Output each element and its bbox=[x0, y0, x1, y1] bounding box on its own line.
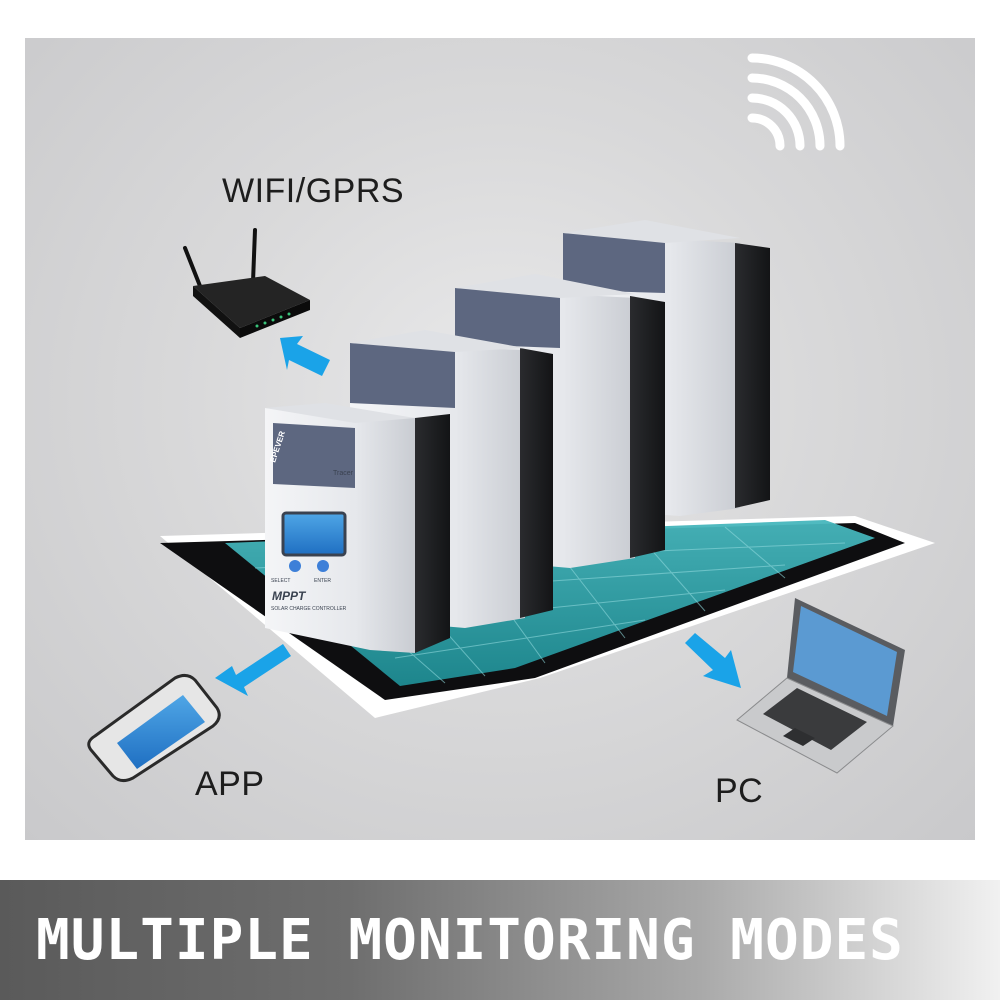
title-banner: MULTIPLE MONITORING MODES bbox=[0, 880, 1000, 1000]
arrow-icon bbox=[215, 336, 741, 696]
banner-title: MULTIPLE MONITORING MODES bbox=[36, 908, 904, 973]
enter-button bbox=[317, 560, 329, 572]
scene-illustration: EPEVER Tracer SELECT ENTER MPPT SOLAR CH… bbox=[87, 53, 935, 783]
charge-controller-front: EPEVER Tracer SELECT ENTER MPPT SOLAR CH… bbox=[265, 403, 450, 653]
enter-label: ENTER bbox=[314, 578, 331, 584]
laptop-icon bbox=[736, 598, 905, 774]
monitoring-scene: EPEVER Tracer SELECT ENTER MPPT SOLAR CH… bbox=[25, 38, 975, 840]
arrow-to-router bbox=[280, 336, 330, 376]
select-label: SELECT bbox=[271, 578, 290, 584]
product-text: MPPT bbox=[272, 589, 307, 603]
lcd-screen bbox=[281, 511, 347, 557]
select-button bbox=[289, 560, 301, 572]
wifi-gprs-label: WIFI/GPRS bbox=[222, 172, 405, 210]
app-label: APP bbox=[195, 765, 265, 803]
wireless-signal-icon bbox=[747, 53, 845, 151]
pc-label: PC bbox=[715, 772, 764, 810]
arrow-to-app bbox=[215, 644, 291, 696]
smartphone-icon bbox=[87, 673, 221, 783]
model-text: Tracer bbox=[333, 470, 354, 477]
router-icon bbox=[183, 228, 310, 338]
subtitle-text: SOLAR CHARGE CONTROLLER bbox=[271, 606, 347, 612]
arrow-to-pc bbox=[685, 633, 741, 688]
